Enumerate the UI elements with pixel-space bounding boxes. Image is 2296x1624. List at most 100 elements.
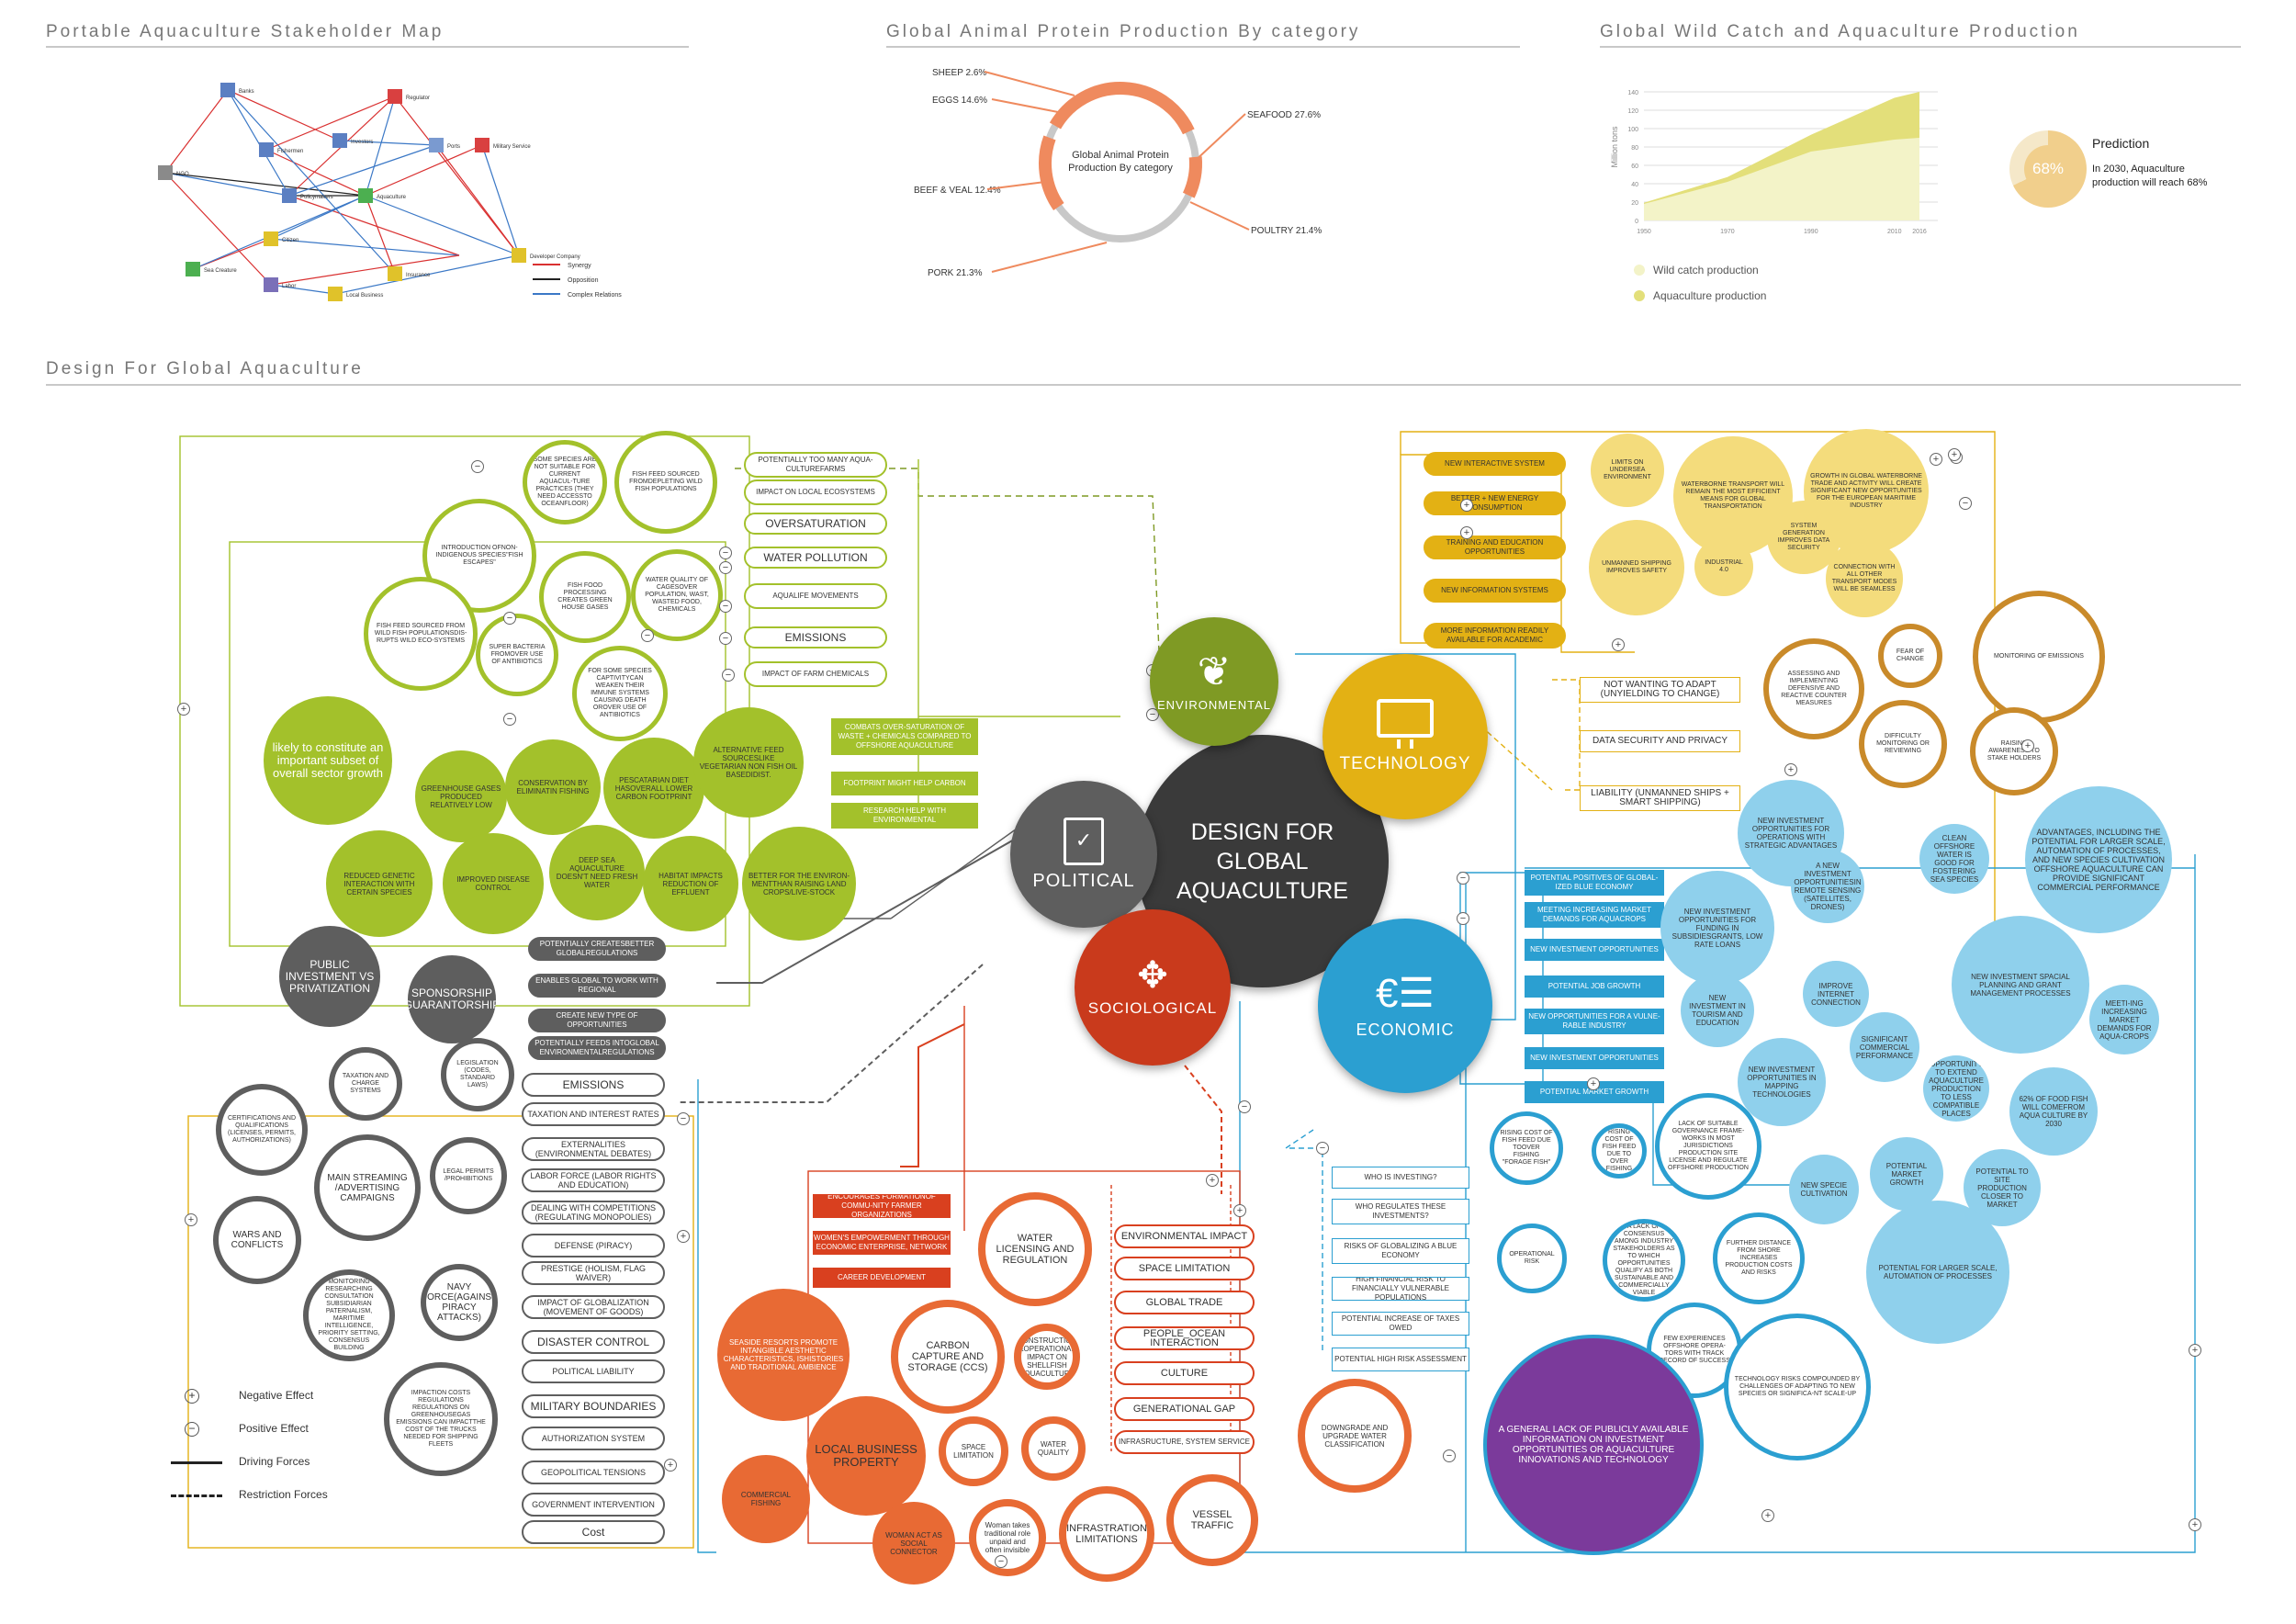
pol-gray-circle[interactable]: SPONSORSHIP GUARANTORSHIP [408, 955, 496, 1043]
pol-outline-circle[interactable]: LEGISLATION (CODES, STANDARD LAWS) [441, 1038, 514, 1111]
soc-outline-circle[interactable]: CARBON CAPTURE AND STORAGE (CCS) [891, 1300, 1005, 1414]
soc-outline-pill[interactable]: CULTURE [1114, 1361, 1255, 1385]
env-outline-circle[interactable]: WATER QUALITY OF CAGESOVER POPULATION, W… [631, 549, 723, 641]
econ-filled-circle[interactable]: 62% OF FOOD FISH WILL COMEFROM AQUA CULT… [2009, 1067, 2098, 1156]
tech-box[interactable]: LIABILITY (UNMANNED SHIPS + SMART SHIPPI… [1580, 785, 1740, 811]
env-outline-circle[interactable]: FISH FOOD PROCESSING CREATES GREEN HOUSE… [539, 551, 631, 643]
pol-gray-circle[interactable]: PUBLIC INVESTMENT VS PRIVATIZATION [279, 926, 380, 1027]
tech-box[interactable]: DATA SECURITY AND PRIVACY [1580, 730, 1740, 752]
env-outline-circle[interactable]: FOR SOME SPECIES CAPTIVITYCAN WEAKEN THE… [572, 646, 668, 741]
tech-yellow-circle[interactable]: GROWTH IN GLOBAL WATERBORNE TRADE AND AC… [1804, 429, 1929, 554]
soc-outline-circle[interactable]: WATER QUALITY [1021, 1416, 1086, 1481]
econ-filled-circle[interactable]: SIGNIFICANT COMMERCIAL PERFORMANCE [1850, 1012, 1919, 1082]
env-filled-circle[interactable]: CONSERVATION BY ELIMINATIN FISHING [505, 739, 601, 835]
tech-box[interactable]: NOT WANTING TO ADAPT (UNYIELDING TO CHAN… [1580, 677, 1740, 703]
tech-pill[interactable]: NEW INTERACTIVE SYSTEM [1424, 452, 1566, 476]
soc-outline-circle[interactable]: SPACE LIMITATION [939, 1416, 1008, 1486]
pol-outline-circle[interactable]: IMPACTION COSTS REGULATIONS REGULATIONS … [384, 1362, 498, 1476]
env-green-box[interactable]: FOOTPRINT MIGHT HELP CARBON [831, 772, 978, 795]
pol-outline-pill[interactable]: IMPACT OF GLOBALIZATION (MOVEMENT OF GOO… [522, 1295, 665, 1319]
soc-filled-circle[interactable]: WOMAN ACT AS SOCIAL CONNECTOR [872, 1502, 955, 1585]
soc-outline-circle[interactable]: DOWNGRADE AND UPGRADE WATER CLASSIFICATI… [1298, 1379, 1412, 1493]
soc-outline-circle[interactable]: Woman takes traditional role unpaid and … [969, 1499, 1046, 1576]
soc-outline-pill[interactable]: GENERATIONAL GAP [1114, 1397, 1255, 1421]
pol-outline-pill[interactable]: MILITARY BOUNDARIES [522, 1394, 665, 1418]
pol-outline-pill[interactable]: GOVERNMENT INTERVENTION [522, 1493, 665, 1517]
pol-outline-pill[interactable]: EXTERNALITIES (ENVIRONMENTAL DEBATES) [522, 1137, 665, 1161]
soc-outline-pill[interactable]: GLOBAL TRADE [1114, 1291, 1255, 1314]
env-filled-circle[interactable]: GREENHOUSE GASES PRODUCED RELATIVELY LOW [415, 750, 507, 842]
econ-box[interactable]: WHO IS INVESTING? [1332, 1167, 1469, 1189]
env-pill[interactable]: OVERSATURATION [744, 513, 887, 535]
pol-outline-circle[interactable]: LEGAL PERMITS /PROHIBITIONS [430, 1137, 507, 1214]
pol-outline-pill[interactable]: PRESTIGE (HOLISM, FLAG WAIVER) [522, 1261, 665, 1285]
tech-pill[interactable]: MORE INFORMATION READILY AVAILABLE FOR A… [1424, 623, 1566, 648]
soc-red-pill[interactable]: ENCOURAGES FORMATIONOF COMMU-NITY FARMER… [813, 1194, 951, 1218]
env-pill[interactable]: IMPACT ON LOCAL ECOSYSTEMS [744, 479, 887, 505]
econ-outline-circle[interactable]: TECHNOLOGY RISKS COMPOUNDED BY CHALLENGE… [1724, 1314, 1871, 1460]
econ-box[interactable]: WHO REGULATES THESE INVESTMENTS? [1332, 1199, 1469, 1224]
env-outline-circle[interactable]: FISH FEED SOURCED FROM WILD FISH POPULAT… [364, 577, 478, 691]
hub-political[interactable]: ✓ POLITICAL [1010, 781, 1157, 928]
tech-brown-circle[interactable]: FEAR OF CHANGE [1878, 624, 1942, 688]
econ-filled-circle[interactable]: POTENTIAL FOR LARGER SCALE, AUTOMATION O… [1866, 1201, 2009, 1344]
econ-outline-circle[interactable]: A LACK OF CONSENSUS AMONG INDUSTRY STAKE… [1603, 1219, 1685, 1302]
soc-filled-circle[interactable]: SEASIDE RESORTS PROMOTE INTANGIBLE AESTH… [717, 1289, 850, 1421]
econ-pill[interactable]: NEW OPPORTUNITIES FOR A VULNE-RABLE INDU… [1525, 1009, 1664, 1034]
pol-gray-pill[interactable]: CREATE NEW TYPE OF OPPORTUNITIES [528, 1009, 666, 1032]
econ-pill[interactable]: NEW INVESTMENT OPPORTUNITIES [1525, 939, 1664, 961]
pol-outline-circle[interactable]: MAIN STREAMING /ADVERTISING CAMPAIGNS [314, 1134, 421, 1241]
pol-outline-pill[interactable]: TAXATION AND INTEREST RATES [522, 1102, 665, 1126]
env-filled-circle[interactable]: REDUCED GENETIC INTERACTION WITH CERTAIN… [326, 830, 433, 937]
econ-pill[interactable]: POTENTIAL JOB GROWTH [1525, 976, 1664, 998]
econ-pill[interactable]: POTENTIAL POSITIVES OF GLOBAL-IZED BLUE … [1525, 870, 1664, 896]
tech-brown-circle[interactable]: ASSESSING AND IMPLEMENTING DEFENSIVE AND… [1763, 638, 1864, 739]
pol-outline-circle[interactable]: CERTIFICATIONS AND QUALIFICATIONS (LICEN… [216, 1084, 308, 1176]
econ-filled-circle[interactable]: ADVANTAGES, INCLUDING THE POTENTIAL FOR … [2025, 786, 2172, 933]
econ-filled-circle[interactable]: MEETI-ING INCREASING MARKET DEMANDS FOR … [2089, 985, 2159, 1054]
soc-outline-pill[interactable]: INFRASRUCTURE, SYSTEM SERVICE [1114, 1430, 1255, 1454]
tech-yellow-circle[interactable]: LIMITS ON UNDERSEA ENVIRONMENT [1591, 434, 1664, 507]
hub-sociological[interactable]: ✥ SOCIOLOGICAL [1075, 909, 1231, 1066]
soc-outline-pill[interactable]: PEOPLE_OCEAN INTERACTION [1114, 1326, 1255, 1350]
env-filled-circle[interactable]: PESCATARIAN DIET HASOVERALL LOWER CARBON… [603, 738, 704, 839]
econ-filled-circle[interactable]: NEW SPECIE CULTIVATION [1789, 1155, 1859, 1224]
pol-outline-pill[interactable]: DEFENSE (PIRACY) [522, 1234, 665, 1257]
econ-filled-circle[interactable]: OPPORTUNITY TO EXTEND AQUACULTURE PRODUC… [1923, 1055, 1989, 1122]
tech-pill[interactable]: NEW INFORMATION SYSTEMS [1424, 579, 1566, 603]
econ-box[interactable]: POTENTIAL HIGH RISK ASSESSMENT [1332, 1348, 1469, 1371]
soc-red-pill[interactable]: CAREER DEVELOPMENT [813, 1268, 951, 1288]
env-filled-circle[interactable]: ALTERNATIVE FEED SOURCESLIKE VEGETARIAN … [693, 707, 804, 818]
pol-outline-circle[interactable]: NAVY FORCE(AGAINST PIRACY ATTACKS) [421, 1264, 498, 1341]
econ-outline-circle[interactable]: OPERATIONAL RISK [1497, 1224, 1567, 1293]
pol-outline-pill[interactable]: LABOR FORCE (LABOR RIGHTS AND EDUCATION) [522, 1168, 665, 1192]
soc-outline-circle[interactable]: INFRASTRATION LIMITATIONS [1059, 1486, 1154, 1582]
econ-outline-circle[interactable]: RISING COST OF FISH FEED DUE TO OVER FIS… [1592, 1123, 1647, 1179]
pol-outline-circle[interactable]: MONITORING RESEARCHING CONSULTATION SUBS… [303, 1269, 395, 1361]
env-pill[interactable]: WATER POLLUTION [744, 547, 887, 569]
env-outline-circle[interactable]: FISH FEED SOURCED FROMDEPLETING WILD FIS… [614, 431, 717, 534]
tech-yellow-circle[interactable]: INDUSTRIAL 4.0 [1694, 537, 1753, 596]
hub-technology[interactable]: TECHNOLOGY [1322, 654, 1488, 819]
env-outline-circle[interactable]: SOME SPECIES ARE NOT SUITABLE FOR CURREN… [523, 440, 607, 524]
tech-yellow-circle[interactable]: UNMANNED SHIPPING IMPROVES SAFETY [1589, 520, 1684, 615]
econ-filled-circle[interactable]: NEW INVESTMENT SPACIAL PLANNING AND GRAN… [1952, 916, 2089, 1054]
econ-box[interactable]: RISKS OF GLOBALIZING A BLUE ECONOMY [1332, 1238, 1469, 1264]
soc-outline-circle[interactable]: VESSEL TRAFFIC [1166, 1474, 1258, 1566]
econ-filled-circle[interactable]: A NEW INVESTMENT OPPORTUNITIESIN REMOTE … [1791, 850, 1864, 923]
tech-pill[interactable]: TRAINING AND EDUCATION OPPORTUNITIES [1424, 536, 1566, 559]
soc-filled-circle[interactable]: LOCAL BUSINESS PROPERTY [806, 1396, 926, 1516]
econ-outline-circle[interactable]: LACK OF SUITABLE GOVERNANCE FRAME-WORKS … [1655, 1093, 1761, 1200]
pol-outline-pill[interactable]: POLITICAL LIABILITY [522, 1359, 665, 1383]
env-filled-circle[interactable]: HABITAT IMPACTS REDUCTION OF EFFLUENT [643, 836, 738, 931]
econ-box[interactable]: HIGH FINANCIAL RISK TO FINANCIALLY VULNE… [1332, 1277, 1469, 1301]
env-outline-circle[interactable]: SUPER BACTERIA FROMOVER USE OF ANTIBIOTI… [476, 614, 558, 696]
tech-pill[interactable]: BETTER + NEW ENERGY CONSUMPTION [1424, 491, 1566, 515]
env-filled-circle[interactable]: DEEP SEA AQUACULTURE DOESN'T NEED FRESH … [549, 825, 645, 920]
econ-filled-circle[interactable]: IMPROVE INTERNET CONNECTION [1803, 961, 1869, 1027]
econ-box[interactable]: POTENTIAL INCREASE OF TAXES OWED [1332, 1312, 1469, 1336]
pol-outline-pill[interactable]: DISASTER CONTROL [522, 1330, 665, 1354]
pol-outline-circle[interactable]: TAXATION AND CHARGE SYSTEMS [329, 1047, 402, 1121]
env-filled-circle[interactable]: likely to constitute an important subset… [264, 696, 392, 825]
pol-outline-pill[interactable]: Cost [522, 1520, 665, 1544]
